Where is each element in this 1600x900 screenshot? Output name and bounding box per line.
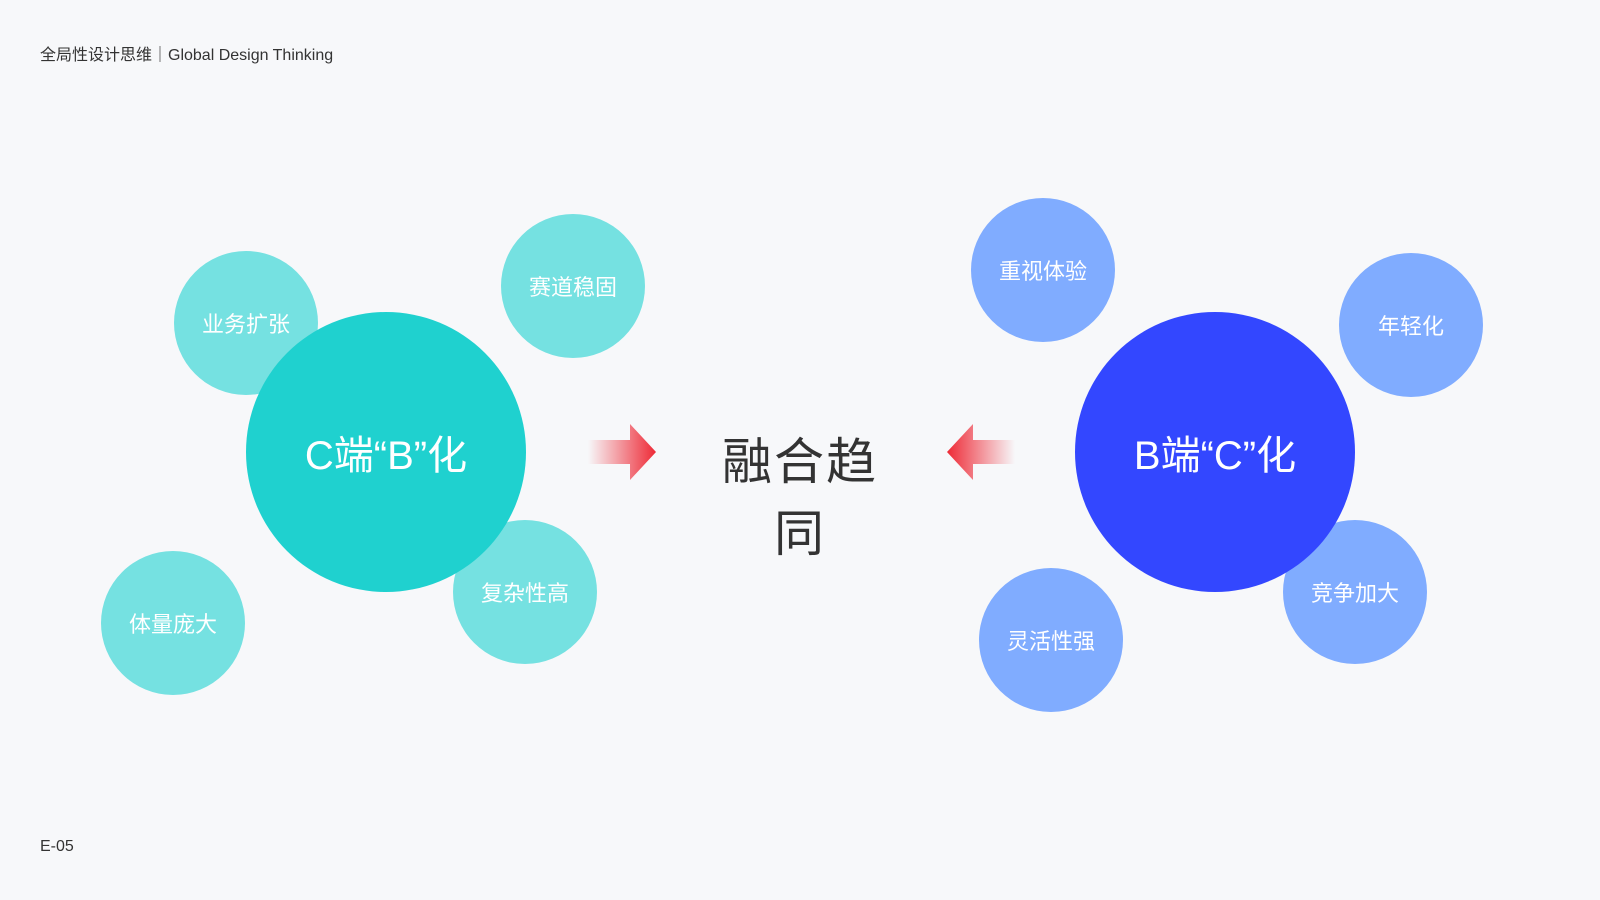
slide-header: 全局性设计思维｜Global Design Thinking (40, 47, 334, 64)
page-number: E-05 (40, 838, 74, 855)
left-item-2: 赛道稳固 (501, 214, 645, 358)
right-arrow-icon (588, 424, 656, 480)
right-item-4: 灵活性强 (979, 568, 1123, 712)
left-arrow-icon (947, 424, 1015, 480)
left-main-circle: C端“B”化 (246, 312, 526, 592)
right-main-circle: B端“C”化 (1075, 312, 1355, 592)
center-label: 融合趋同 (722, 434, 878, 562)
right-item-1: 重视体验 (971, 198, 1115, 342)
left-item-4: 体量庞大 (101, 551, 245, 695)
left-item-1: 业务扩张 (174, 251, 318, 395)
right-item-2: 年轻化 (1339, 253, 1483, 397)
